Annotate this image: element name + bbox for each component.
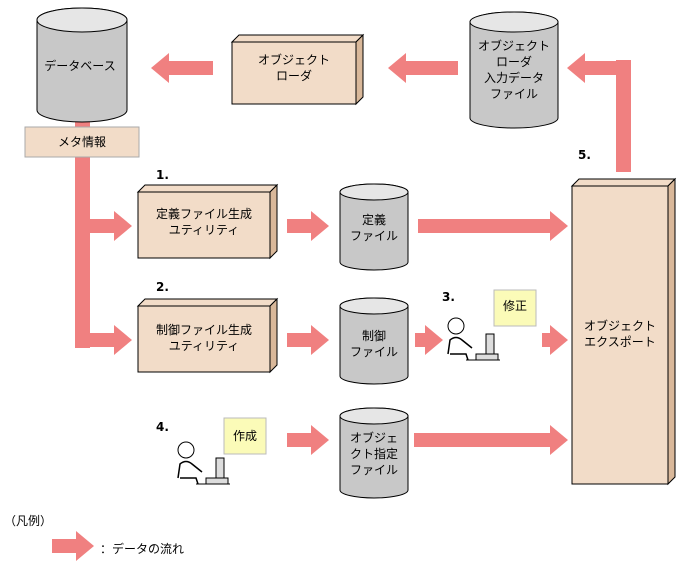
note-create — [223, 417, 267, 455]
arrow-specfile-to-export — [414, 425, 568, 455]
loader-input-file-label: オブジェクトローダ 入力データファイル — [477, 39, 550, 101]
step-4-label: 4. — [156, 420, 169, 434]
def-file-cylinder — [339, 183, 409, 271]
loader-input-file-cylinder — [469, 11, 559, 129]
def-util-label: 定義ファイル生成ユティリティ — [155, 207, 252, 237]
step-5-label: 5. — [578, 148, 591, 162]
note-modify-label: 修正 — [502, 299, 527, 313]
meta-info-box — [24, 126, 140, 158]
object-export-label: オブジェクトエクスポート — [583, 319, 656, 349]
arrow-meta-to-ctrl-util — [80, 325, 132, 355]
ctrl-util-label: 制御ファイル生成ユティリティ — [155, 323, 252, 353]
note-modify — [493, 289, 537, 327]
arrow-deffile-to-export — [418, 211, 568, 241]
arrow-modify-to-export — [542, 325, 568, 355]
diagram-shapes — [24, 7, 677, 499]
arrow-meta-to-def-util — [80, 211, 132, 241]
person-modify-icon — [447, 317, 500, 361]
meta-info-label: メタ情報 — [57, 135, 106, 149]
def-file-label: 定義ファイル — [349, 213, 398, 243]
export-up-shaft — [616, 60, 631, 172]
obj-spec-file-label: オブジェクト指定ファイル — [349, 431, 398, 477]
obj-spec-file-cylinder — [339, 407, 409, 499]
step-2-label: 2. — [156, 280, 169, 294]
person-create-icon — [177, 441, 230, 485]
def-util-box — [136, 183, 279, 260]
object-loader-box — [230, 33, 365, 106]
arrow-create-to-specfile — [287, 425, 329, 455]
ctrl-file-cylinder — [339, 297, 409, 385]
legend-title: （凡例） — [4, 514, 53, 528]
legend-arrow-label: ：データの流れ — [100, 542, 185, 556]
ctrl-util-box — [136, 297, 279, 374]
object-loader-label: オブジェクトローダ — [257, 53, 330, 83]
step-1-label: 1. — [156, 168, 169, 182]
database-label: データベース — [44, 59, 116, 73]
arrow-loader-to-database — [151, 53, 213, 83]
legend-arrow — [52, 531, 94, 561]
arrow-defutil-to-deffile — [287, 211, 329, 241]
data-flow-arrows — [52, 53, 631, 561]
arrow-input-to-loader — [388, 53, 458, 83]
step-3-label: 3. — [442, 290, 455, 304]
database-cylinder — [36, 7, 128, 123]
ctrl-file-label: 制御ファイル — [349, 329, 398, 359]
arrow-ctrlfile-to-person — [415, 325, 443, 355]
note-create-label: 作成 — [232, 429, 257, 443]
arrow-export-to-input — [567, 53, 631, 83]
arrow-ctrlutil-to-ctrlfile — [287, 325, 329, 355]
object-export-box — [570, 177, 677, 486]
